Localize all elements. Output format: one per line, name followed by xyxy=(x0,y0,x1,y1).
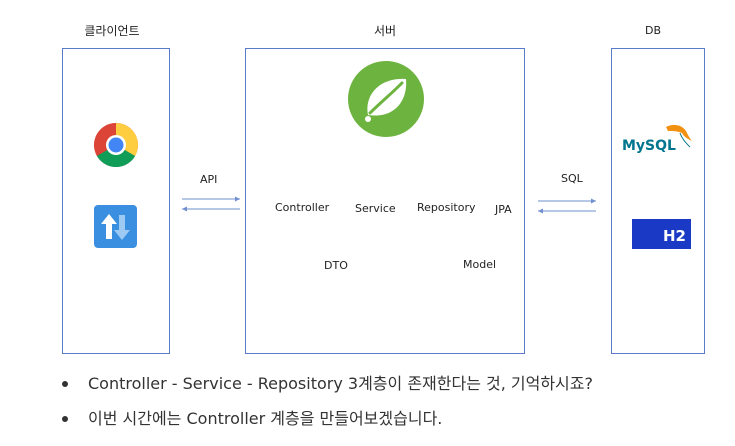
api-arrows xyxy=(178,194,244,214)
service-label: Service xyxy=(355,202,396,215)
client-box xyxy=(62,48,170,354)
spring-leaf-icon xyxy=(346,59,426,139)
svg-text:MySQL: MySQL xyxy=(622,138,676,154)
transfer-app-icon xyxy=(94,205,137,248)
bullet-dot xyxy=(62,381,68,387)
chrome-icon xyxy=(93,122,139,168)
jpa-label: JPA xyxy=(495,203,512,216)
bullet-list: Controller - Service - Repository 3계층이 존… xyxy=(62,374,593,444)
sql-arrows xyxy=(534,196,600,216)
bullet-item: Controller - Service - Repository 3계층이 존… xyxy=(62,374,593,394)
client-title: 클라이언트 xyxy=(84,24,140,38)
sql-label: SQL xyxy=(561,172,583,185)
server-box: Controller Service Repository JPA DTO Mo… xyxy=(245,48,525,354)
model-label: Model xyxy=(463,258,497,271)
db-title: DB xyxy=(644,24,662,37)
h2-logo: H2 xyxy=(632,219,691,249)
dto-label: DTO xyxy=(324,259,348,272)
db-box: MySQL H2 xyxy=(611,48,705,354)
server-title: 서버 xyxy=(373,24,397,38)
api-label: API xyxy=(200,173,218,186)
controller-label: Controller xyxy=(275,201,330,214)
bullet-item: 이번 시간에는 Controller 계층을 만들어보겠습니다. xyxy=(62,409,593,429)
bullet-text: 이번 시간에는 Controller 계층을 만들어보겠습니다. xyxy=(88,409,443,428)
bullet-dot xyxy=(62,416,68,422)
svg-text:H2: H2 xyxy=(663,227,686,245)
mysql-logo: MySQL xyxy=(622,119,694,155)
repository-label: Repository xyxy=(417,201,476,214)
bullet-text: Controller - Service - Repository 3계층이 존… xyxy=(88,374,593,393)
